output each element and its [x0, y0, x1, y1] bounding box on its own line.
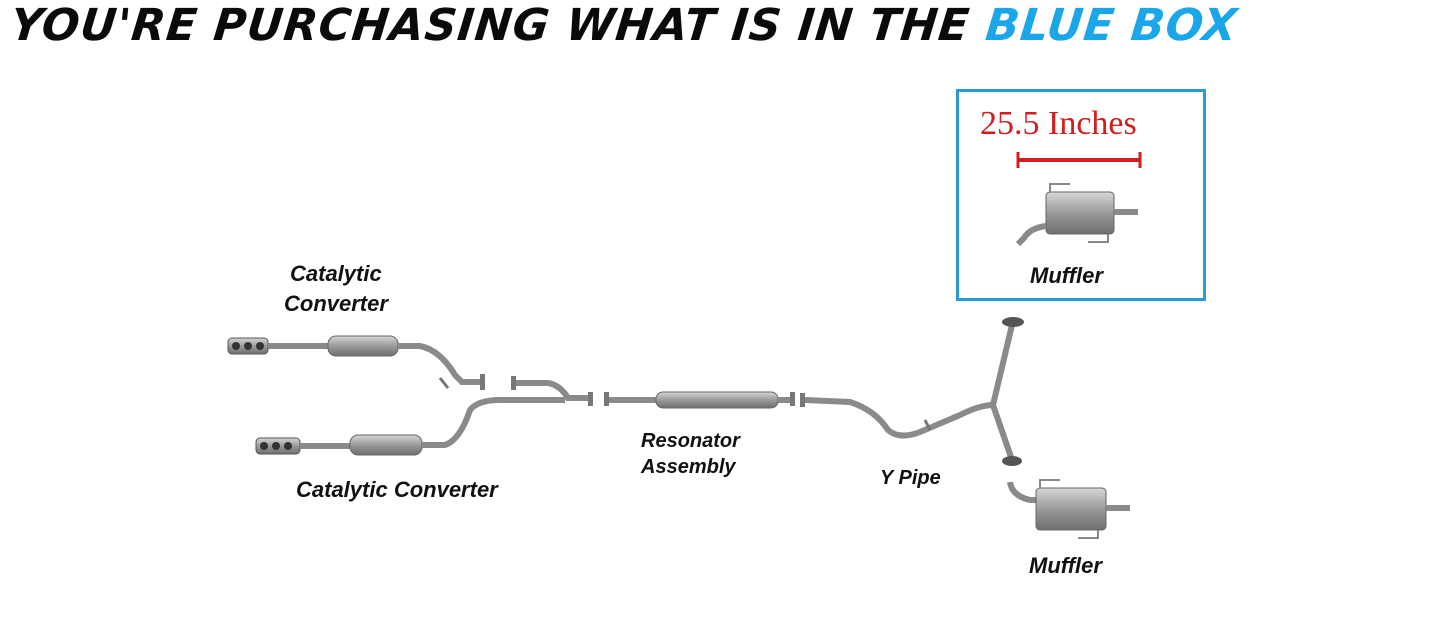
y-pipe: [800, 317, 1024, 466]
upper-catalytic-converter: [227, 335, 485, 390]
boxed-muffler: [1015, 152, 1142, 247]
dimension-label: 25.5 Inches: [980, 105, 1137, 142]
lower-muffler: [1007, 479, 1130, 539]
resonator-label-line1: Resonator: [641, 430, 740, 452]
boxed-muffler-label: Muffler: [1030, 263, 1103, 288]
cat-upper-label-line1: Catalytic: [290, 261, 382, 286]
cat-upper-label-line2: Converter: [284, 291, 388, 316]
blue-highlight-box: [956, 89, 1206, 301]
cat-lower-label: Catalytic Converter: [296, 477, 498, 502]
y-pipe-label: Y Pipe: [880, 467, 941, 489]
lower-catalytic-converter: [255, 397, 565, 456]
lower-muffler-label: Muffler: [1029, 553, 1102, 578]
front-y-joint: [511, 376, 593, 406]
resonator-assembly: [604, 391, 795, 409]
resonator-label-line2: Assembly: [641, 456, 736, 478]
